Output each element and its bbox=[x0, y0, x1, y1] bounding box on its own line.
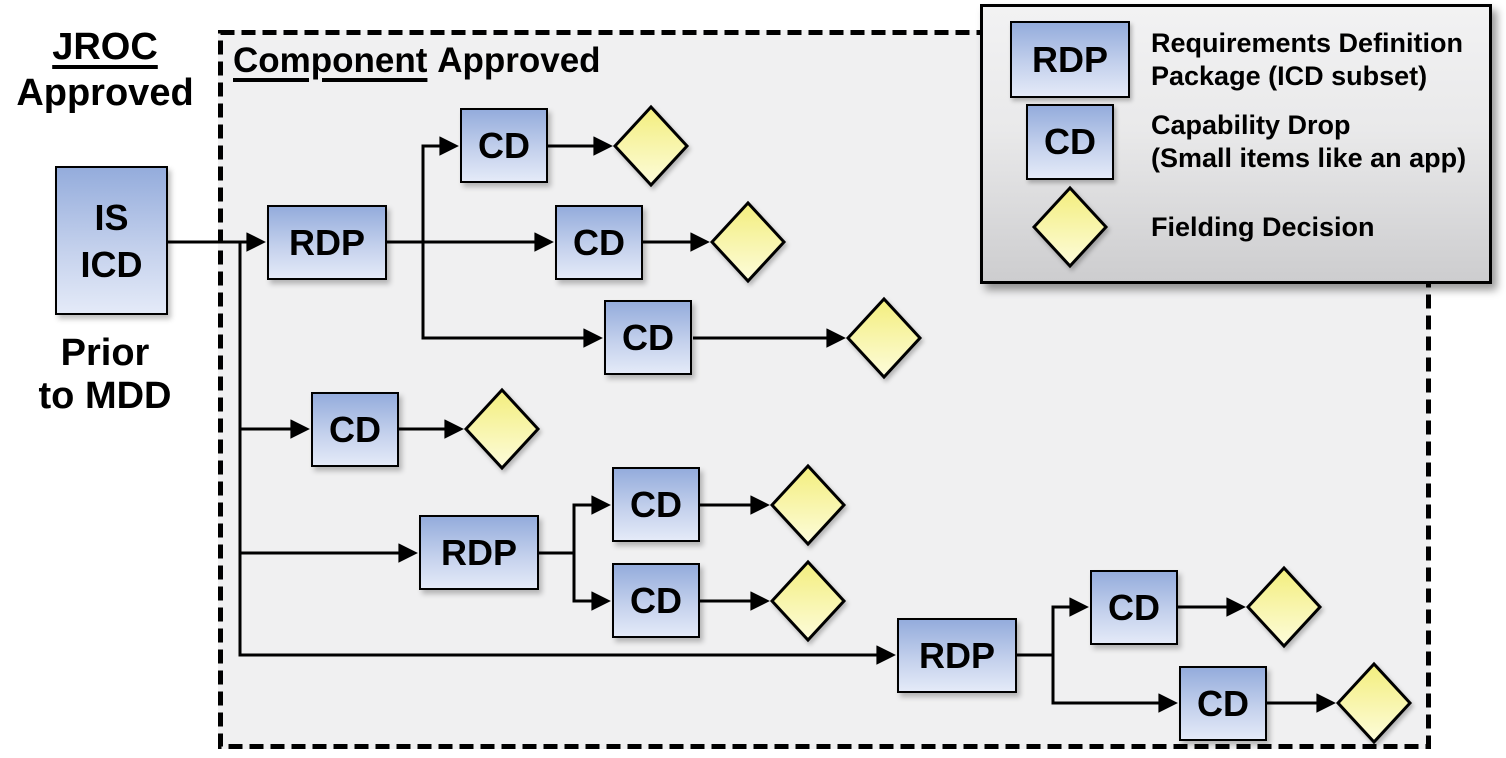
node-cd-3b: CD bbox=[612, 563, 700, 638]
node-label: RDP bbox=[918, 634, 995, 676]
fielding-decision-diamond-3b bbox=[769, 559, 847, 643]
node-cd-2: CD bbox=[311, 392, 399, 467]
fielding-decision-diamond-4b bbox=[1335, 661, 1413, 745]
legend-cd-text-line1: Capability Drop bbox=[1151, 109, 1351, 140]
prior-caption-line2: to MDD bbox=[38, 375, 172, 417]
fielding-decision-group bbox=[463, 104, 1413, 745]
node-cd-1c: CD bbox=[604, 300, 692, 375]
node-label: CD bbox=[630, 579, 682, 621]
legend-rdp-text-line2: Package (ICD subset) bbox=[1151, 60, 1428, 91]
legend-row-rdp: RDP Requirements Definition Package (ICD… bbox=[995, 21, 1477, 98]
legend-fielding-decision-text: Fielding Decision bbox=[1145, 211, 1375, 244]
prior-to-mdd-caption: Prior to MDD bbox=[2, 332, 208, 418]
legend-rdp-text-line1: Requirements Definition bbox=[1151, 27, 1464, 58]
fielding-decision-diamond-icon bbox=[1031, 185, 1109, 269]
fielding-decision-diamond-3a bbox=[769, 463, 847, 547]
prior-caption-line1: Prior bbox=[60, 332, 150, 374]
rdp-box-icon: RDP bbox=[1010, 21, 1130, 98]
legend-symbol-cell bbox=[995, 185, 1145, 269]
node-cd-3a: CD bbox=[612, 467, 700, 542]
connector-group bbox=[168, 136, 1336, 713]
connector-rdp3-to-cd4b bbox=[1051, 655, 1178, 713]
node-rdp-3: RDP bbox=[897, 618, 1017, 693]
node-cd-1b: CD bbox=[555, 205, 643, 280]
fielding-decision-diamond-2 bbox=[463, 387, 541, 471]
node-label: CD bbox=[573, 221, 625, 263]
jroc-heading-line2: Approved bbox=[16, 72, 194, 114]
component-heading-underlined: Component bbox=[233, 41, 428, 80]
node-label: RDP bbox=[288, 221, 365, 263]
node-cd-1a: CD bbox=[460, 108, 548, 183]
node-label: RDP bbox=[440, 531, 517, 573]
legend-rdp-text: Requirements Definition Package (ICD sub… bbox=[1145, 27, 1463, 93]
connector-rdp1-to-cd1a bbox=[421, 136, 459, 242]
node-rdp-2: RDP bbox=[419, 515, 539, 590]
is-icd-label-line2: ICD bbox=[80, 243, 143, 285]
node-cd-4b: CD bbox=[1179, 666, 1267, 741]
node-is-icd: IS ICD bbox=[55, 166, 168, 315]
fielding-decision-diamond-1a bbox=[612, 104, 690, 188]
legend-symbol-cell: RDP bbox=[995, 21, 1145, 98]
legend-symbol-cell: CD bbox=[995, 103, 1145, 180]
legend-fd-text-line1: Fielding Decision bbox=[1151, 211, 1375, 242]
node-cd-4a: CD bbox=[1090, 570, 1178, 645]
connector-trunk-to-rdp3 bbox=[238, 242, 896, 665]
fielding-decision-diamond-1c bbox=[845, 296, 923, 380]
component-heading-rest: Approved bbox=[437, 41, 601, 80]
legend: RDP Requirements Definition Package (ICD… bbox=[980, 4, 1492, 284]
node-label: CD bbox=[630, 483, 682, 525]
legend-rdp-symbol-label: RDP bbox=[1031, 38, 1108, 80]
legend-cd-text: Capability Drop (Small items like an app… bbox=[1145, 109, 1466, 175]
fielding-decision-diamond-4a bbox=[1245, 565, 1323, 649]
fielding-decision-diamond-1b bbox=[709, 200, 787, 284]
is-icd-label-line1: IS bbox=[94, 196, 129, 238]
node-label: CD bbox=[478, 124, 530, 166]
connector-rdp2-to-cd3b bbox=[572, 553, 611, 611]
jroc-heading-line1: JROC bbox=[52, 26, 158, 68]
is-icd-label: IS ICD bbox=[81, 194, 143, 288]
cd-box-icon: CD bbox=[1026, 103, 1114, 180]
jroc-approved-heading: JROC Approved bbox=[2, 24, 208, 116]
node-label: CD bbox=[329, 408, 381, 450]
legend-cd-symbol-label: CD bbox=[1044, 120, 1096, 162]
node-label: CD bbox=[1197, 682, 1249, 724]
node-label: CD bbox=[622, 316, 674, 358]
component-approved-dashed-border bbox=[218, 30, 1431, 749]
node-rdp-1: RDP bbox=[267, 205, 387, 280]
legend-row-cd: CD Capability Drop (Small items like an … bbox=[995, 103, 1477, 180]
connector-rdp1-to-cd1c bbox=[421, 242, 603, 348]
legend-cd-text-line2: (Small items like an app) bbox=[1151, 142, 1467, 173]
legend-row-fielding-decision: Fielding Decision bbox=[995, 185, 1477, 269]
node-label: CD bbox=[1108, 586, 1160, 628]
connector-rdp3-to-cd4a bbox=[1051, 597, 1089, 655]
connector-rdp2-to-cd3a bbox=[572, 495, 611, 553]
